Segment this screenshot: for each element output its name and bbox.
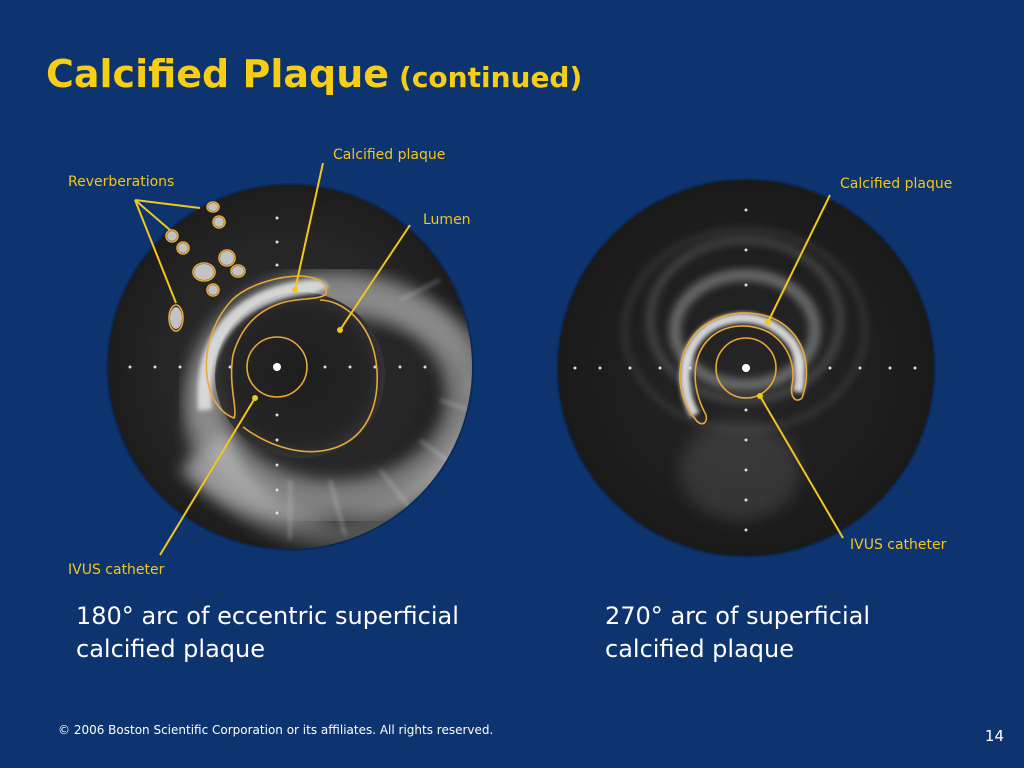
label-left-ivus-catheter: IVUS catheter [68, 562, 165, 578]
label-reverberations: Reverberations [68, 174, 174, 190]
label-left-calcified-plaque: Calcified plaque [333, 147, 445, 163]
copyright-footer: © 2006 Boston Scientific Corporation or … [58, 723, 494, 737]
label-right-ivus-catheter: IVUS catheter [850, 537, 947, 553]
title-sub: (continued) [399, 61, 583, 94]
slide-title: Calcified Plaque (continued) [46, 52, 582, 96]
left-caption: 180° arc of eccentric superficial calcif… [76, 600, 459, 666]
right-caption: 270° arc of superficial calcified plaque [605, 600, 870, 666]
left-caption-line2: calcified plaque [76, 635, 265, 663]
label-lumen: Lumen [423, 212, 471, 228]
left-caption-line1: 180° arc of eccentric superficial [76, 602, 459, 630]
right-caption-line2: calcified plaque [605, 635, 794, 663]
label-right-calcified-plaque: Calcified plaque [840, 176, 952, 192]
right-caption-line1: 270° arc of superficial [605, 602, 871, 630]
page-number: 14 [984, 727, 1004, 745]
title-main: Calcified Plaque [46, 52, 390, 96]
right-ivus-image [556, 178, 936, 558]
